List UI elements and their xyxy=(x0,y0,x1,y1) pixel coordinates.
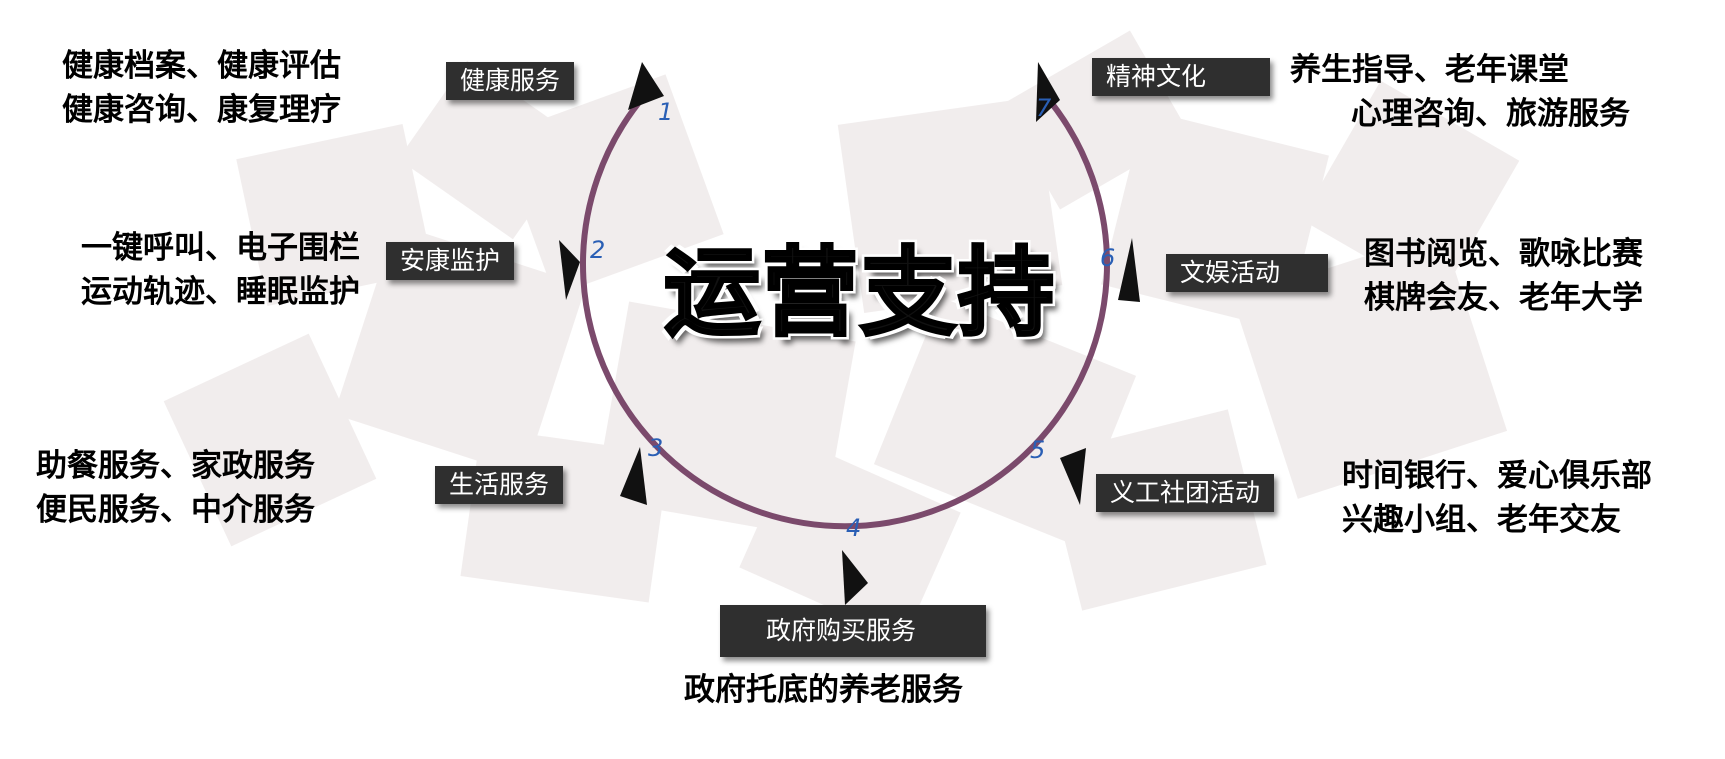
node-description-6: 图书阅览、歌咏比赛 棋牌会友、老年大学 xyxy=(1364,232,1643,320)
desc-line: 心理咨询、旅游服务 xyxy=(1351,96,1630,132)
desc-line: 运动轨迹、睡眠监护 xyxy=(81,274,360,310)
node-label-health-service: 健康服务 xyxy=(446,62,575,100)
desc-line: 时间银行、爱心俱乐部 xyxy=(1342,458,1652,494)
step-number-1: 1 xyxy=(658,98,674,126)
node-description-2: 一键呼叫、电子围栏 运动轨迹、睡眠监护 xyxy=(20,226,360,314)
node-label-volunteer-activities: 义工社团活动 xyxy=(1096,474,1275,512)
desc-line: 便民服务、中介服务 xyxy=(36,492,315,528)
step-number-5: 5 xyxy=(1030,436,1046,464)
step-number-2: 2 xyxy=(590,236,606,264)
desc-line: 健康档案、健康评估 xyxy=(62,48,341,84)
arrow-4-icon xyxy=(842,550,868,605)
node-description-1: 健康档案、健康评估 健康咨询、康复理疗 xyxy=(62,44,341,132)
step-number-4: 4 xyxy=(846,514,862,542)
node-label-safety-monitoring: 安康监护 xyxy=(386,242,515,280)
node-label-spiritual-culture: 精神文化 xyxy=(1092,58,1270,96)
node-label-government-purchase: 政府购买服务 xyxy=(720,605,986,657)
desc-line: 图书阅览、歌咏比赛 xyxy=(1364,236,1643,272)
arrow-2-icon xyxy=(559,240,580,300)
arrow-3-icon xyxy=(620,447,647,505)
desc-line: 兴趣小组、老年交友 xyxy=(1342,502,1621,538)
desc-line: 养生指导、老年课堂 xyxy=(1290,52,1569,88)
desc-line: 棋牌会友、老年大学 xyxy=(1364,280,1643,316)
step-number-7: 7 xyxy=(1036,94,1052,122)
node-label-life-service: 生活服务 xyxy=(435,466,564,504)
node-description-5: 时间银行、爱心俱乐部 兴趣小组、老年交友 xyxy=(1342,454,1652,542)
arrow-7-icon xyxy=(1036,62,1060,122)
step-number-6: 6 xyxy=(1100,244,1116,272)
diagram-title: 运营支持 xyxy=(663,236,1056,351)
desc-line: 助餐服务、家政服务 xyxy=(36,448,315,484)
node-description-7: 养生指导、老年课堂 心理咨询、旅游服务 xyxy=(1290,48,1630,136)
step-number-3: 3 xyxy=(648,434,664,462)
node-description-3: 助餐服务、家政服务 便民服务、中介服务 xyxy=(36,444,315,532)
node-description-4: 政府托底的养老服务 xyxy=(684,668,963,712)
desc-line: 一键呼叫、电子围栏 xyxy=(81,230,360,266)
arrow-1-icon xyxy=(628,62,664,110)
desc-line: 健康咨询、康复理疗 xyxy=(62,92,341,128)
arrow-5-icon xyxy=(1060,448,1086,505)
node-label-entertainment: 文娱活动 xyxy=(1166,254,1328,292)
arrow-6-icon xyxy=(1118,238,1140,302)
desc-line: 政府托底的养老服务 xyxy=(684,672,963,708)
